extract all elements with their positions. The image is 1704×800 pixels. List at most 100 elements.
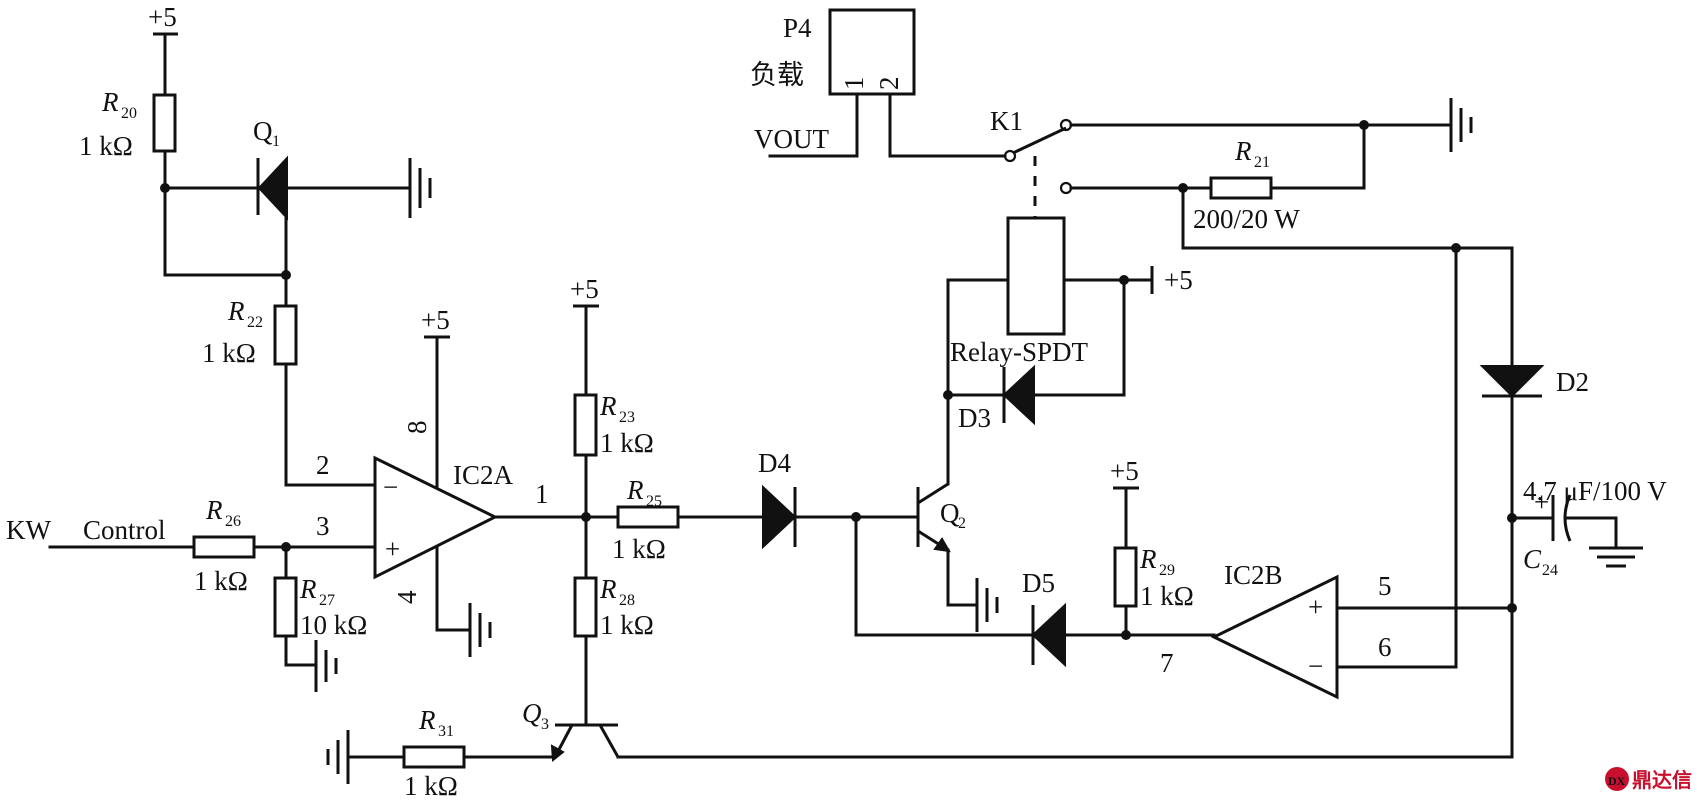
ic2a-opamp: − + IC2A 2 3 1 8 4 +5 [316,305,549,657]
c24-ref: C [1523,544,1542,574]
r27-resistor [273,576,298,638]
r22-ref: R [227,296,245,326]
k1-ground-icon [1449,98,1473,152]
r29-branch: +5 R 29 1 kΩ [1110,456,1194,640]
relay-coil: +5 Relay-SPDT [946,216,1193,397]
d2-label: D2 [1556,367,1589,397]
ic2b-plus: + [1308,592,1323,622]
r31-num: 31 [438,723,454,740]
r23-supply-label: +5 [570,274,599,304]
d4-label: D4 [758,448,791,478]
ic2a-plus: + [385,534,400,564]
ic2b-pin7: 7 [1160,648,1174,678]
r21-value: 200/20 W [1193,204,1300,234]
r23-num: 23 [619,409,635,426]
q1-zener: Q 1 [163,116,432,280]
q3-ref: Q [522,698,542,728]
r22-num: 22 [247,314,263,331]
ic2a-pin1: 1 [535,479,549,509]
p4-box [828,8,916,96]
r25-ref: R [626,475,644,505]
r26-ref: R [205,495,223,525]
r29-num: 29 [1159,562,1175,579]
r29-resistor [1113,546,1138,608]
r28-num: 28 [619,592,635,609]
ic2b-opamp: + − IC2B 5 6 7 [1160,246,1514,700]
ic2b-pin6: 6 [1378,632,1392,662]
r27-ref: R [299,574,317,604]
d5-diode: D5 [1022,568,1216,668]
q2-num: 2 [958,515,966,532]
r23-value: 1 kΩ [600,428,654,458]
d3-label: D3 [958,403,991,433]
r26-value: 1 kΩ [194,566,248,596]
r20-resistor [152,93,177,153]
r25-num: 25 [646,493,662,510]
d3-diode: D3 [943,364,1126,433]
r27-ground-icon [314,640,338,692]
r23-resistor [573,393,598,457]
r31-resistor [402,745,466,769]
d2-diode: D2 [1479,246,1589,523]
k1-switch: K1 [990,98,1473,218]
relay-coil-box [1006,216,1066,336]
p4-label: 负载 [750,60,804,91]
r21-branch: R 21 200/20 W [1069,123,1514,253]
svg-text:DX: DX [1608,774,1626,788]
ic2a-pin4: 4 [392,590,422,604]
ic2b-minus: − [1308,651,1323,681]
vout-label: VOUT [754,124,829,154]
ic2a-pin3: 3 [316,511,330,541]
r23-ref: R [599,391,617,421]
ic2a-name: IC2A [453,460,514,490]
r31-ref: R [418,705,436,735]
r25-resistor [616,505,680,529]
r31-value: 1 kΩ [404,771,458,800]
r29-supply-label: +5 [1110,456,1139,486]
q2-transistor: Q 2 [854,393,1035,637]
output-node-column: +5 R 23 1 kΩ R 28 1 kΩ [493,274,654,727]
ic2b-name: IC2B [1224,560,1283,590]
ic2a-pin8: 8 [402,421,432,435]
r26-num: 26 [225,513,241,530]
r26-resistor [192,535,256,559]
r21-resistor [1209,176,1273,200]
relay-supply-label: +5 [1164,265,1193,295]
c24-plus: + [1534,487,1549,517]
r29-value: 1 kΩ [1140,581,1194,611]
c24-num: 24 [1542,562,1558,579]
r20-num: 20 [121,105,137,122]
q2-ref: Q [940,498,960,528]
p4-name: P4 [783,13,812,43]
control-label: Control [83,515,166,545]
ic2a-ground-icon [468,603,492,657]
p4-pin2: 2 [874,77,904,91]
r28-ref: R [599,574,617,604]
input-section: KW Control R 26 1 kΩ R 27 10 kΩ [6,495,377,692]
d5-label: D5 [1022,568,1055,598]
q3-transistor: Q 3 R 31 1 kΩ [326,698,1514,800]
r22-resistor [273,304,298,366]
r22-branch: R 22 1 kΩ [202,273,377,487]
q2-ground-icon [975,578,999,632]
r31-ground-icon [326,730,350,784]
r22-value: 1 kΩ [202,338,256,368]
ic2a-pin2: 2 [316,450,330,480]
ic2b-pin5: 5 [1378,571,1392,601]
r20-value: 1 kΩ [79,131,133,161]
r28-resistor [573,576,598,638]
r20-ref: R [101,87,119,117]
r21-num: 21 [1254,154,1270,171]
ic2a-minus: − [383,472,398,502]
q3-num: 3 [541,716,549,733]
c24-capacitor: + 4.7 μF/100 V C 24 [1507,476,1667,759]
r25-d4-path: R 25 1 kΩ D4 [612,448,920,564]
relay-name: Relay-SPDT [950,337,1089,367]
r20-supply-label: +5 [148,2,177,32]
k1-label: K1 [990,106,1023,136]
kw-label: KW [6,515,51,545]
r28-value: 1 kΩ [600,610,654,640]
c24-ground-icon [1589,546,1643,568]
r25-value: 1 kΩ [612,534,666,564]
